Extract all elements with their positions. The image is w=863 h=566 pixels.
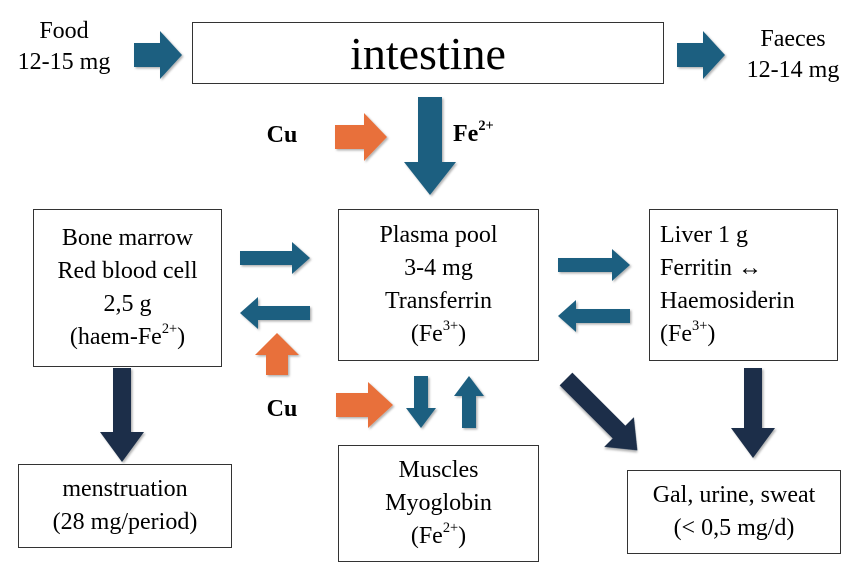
food-title: Food bbox=[39, 18, 89, 44]
menstruation-box: menstruation (28 mg/period) bbox=[18, 464, 232, 548]
marrow-to-menstruation-arrow bbox=[100, 368, 144, 462]
excretion-amount: (< 0,5 mg/d) bbox=[673, 515, 795, 541]
cu-absorption-arrow bbox=[335, 113, 387, 161]
muscles-to-plasma-arrow bbox=[454, 376, 484, 428]
bone-marrow-title: Bone marrow bbox=[61, 225, 194, 251]
faeces-title: Faeces bbox=[760, 26, 826, 52]
muscles-protein: Myoglobin bbox=[385, 490, 492, 516]
plasma-pool-carrier: Transferrin bbox=[384, 288, 493, 314]
excretion-box: Gal, urine, sweat (< 0,5 mg/d) bbox=[627, 470, 841, 554]
menstruation-amount: (28 mg/period) bbox=[52, 509, 198, 535]
cu-muscle-label: Cu bbox=[266, 396, 298, 422]
muscles-box: Muscles Myoglobin (Fe2+) bbox=[338, 445, 539, 562]
liver-haemosiderin: Haemosiderin bbox=[660, 288, 795, 314]
intestine-label: intestine bbox=[350, 27, 506, 79]
bone-marrow-subtitle: Red blood cell bbox=[57, 258, 198, 284]
plasma-to-marrow-arrow bbox=[240, 297, 310, 329]
liver-to-excretion-arrow bbox=[731, 368, 775, 458]
plasma-pool-box: Plasma pool 3-4 mg Transferrin (Fe3+) bbox=[338, 209, 539, 361]
excretion-title: Gal, urine, sweat bbox=[652, 482, 816, 508]
intestine-box: intestine bbox=[192, 22, 664, 84]
plasma-to-muscles-arrow bbox=[406, 376, 436, 428]
faeces-amount: 12-14 mg bbox=[746, 57, 840, 83]
liver-title: Liver 1 g bbox=[660, 222, 748, 248]
plasma-pool-amount: 3-4 mg bbox=[404, 255, 473, 281]
liver-form: (Fe3+) bbox=[660, 318, 716, 347]
cu-muscle-arrow bbox=[336, 382, 393, 428]
bone-marrow-form: (haem-Fe2+) bbox=[69, 321, 186, 350]
bone-marrow-box: Bone marrow Red blood cell 2,5 g (haem-F… bbox=[33, 209, 222, 367]
plasma-to-excretion-arrow bbox=[559, 372, 638, 451]
liver-box: Liver 1 g Ferritin ↔ Haemosiderin (Fe3+) bbox=[649, 209, 838, 361]
menstruation-title: menstruation bbox=[62, 476, 188, 502]
food-label: Food 12-15 mg bbox=[0, 16, 128, 78]
food-amount: 12-15 mg bbox=[17, 49, 111, 75]
fe-absorption-arrow bbox=[404, 97, 456, 195]
liver-to-plasma-arrow bbox=[558, 300, 630, 332]
muscles-form: (Fe2+) bbox=[410, 520, 467, 549]
cu-absorption-label: Cu bbox=[266, 122, 298, 148]
bone-marrow-amount: 2,5 g bbox=[103, 291, 152, 317]
intestine-to-faeces-arrow bbox=[677, 31, 725, 79]
food-to-intestine-arrow bbox=[134, 31, 182, 79]
faeces-label: Faeces 12-14 mg bbox=[726, 24, 860, 86]
plasma-pool-form: (Fe3+) bbox=[410, 318, 467, 347]
cu-marrow-arrow bbox=[255, 333, 299, 375]
plasma-to-liver-arrow bbox=[558, 249, 630, 281]
liver-ferritin: Ferritin ↔ bbox=[660, 255, 762, 281]
marrow-to-plasma-arrow bbox=[240, 242, 310, 274]
muscles-title: Muscles bbox=[398, 457, 479, 483]
plasma-pool-title: Plasma pool bbox=[379, 222, 498, 248]
fe-absorption-label: Fe2+ bbox=[453, 118, 494, 147]
